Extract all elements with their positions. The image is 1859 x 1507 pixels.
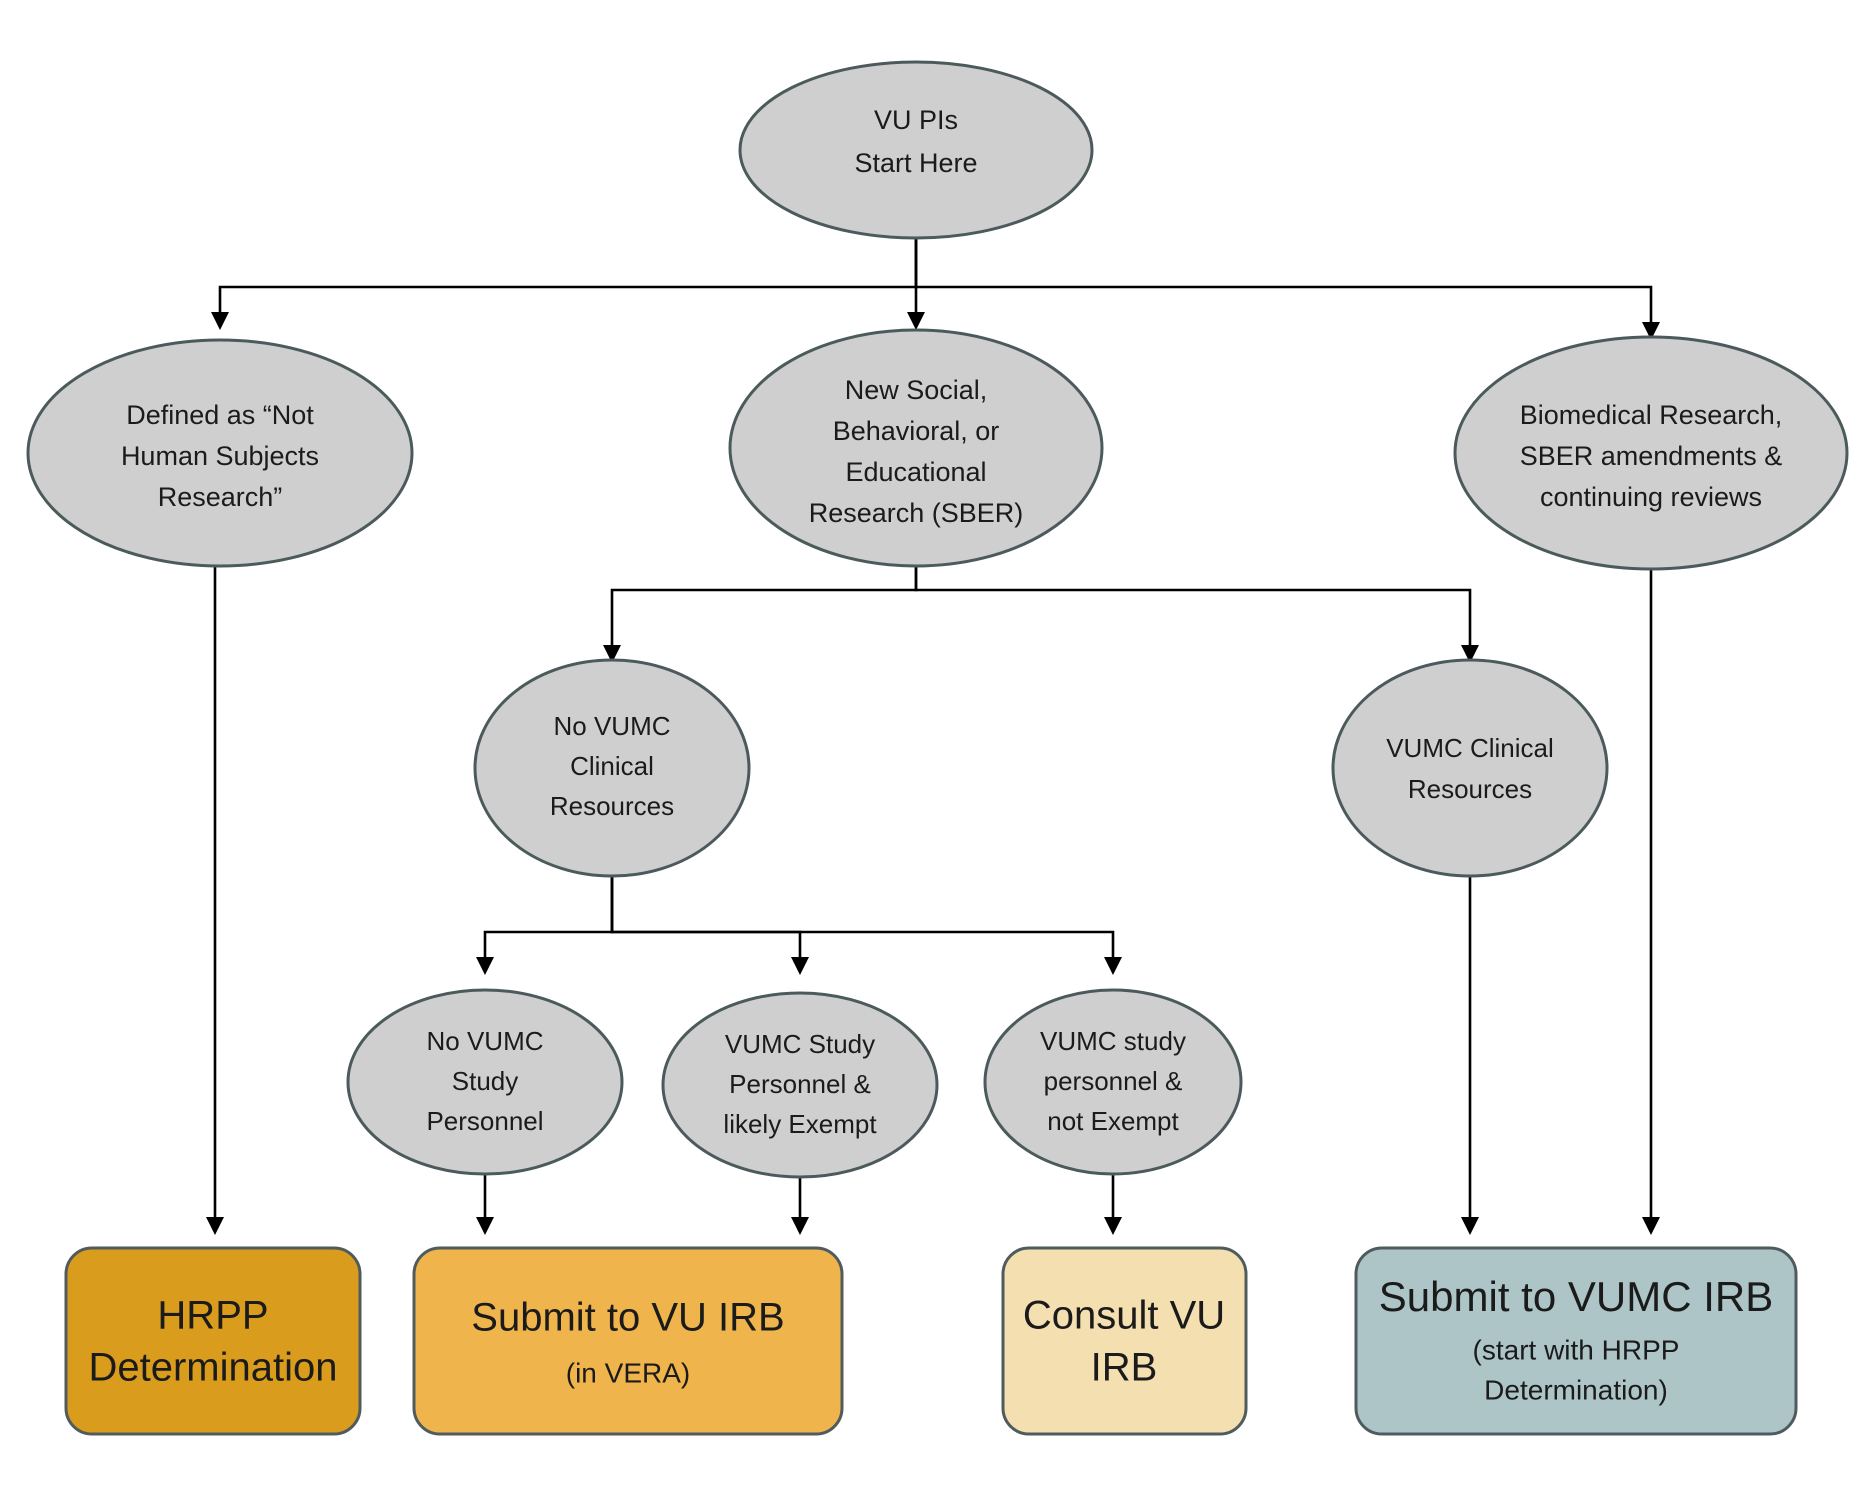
node-no-vumc-personnel-line-1: Study: [452, 1066, 519, 1096]
node-vumc-personnel-not-exempt-line-0: VUMC study: [1040, 1026, 1186, 1056]
node-submit-to-vumc-irb[interactable]: Submit to VUMC IRB (start with HRPP Dete…: [1354, 1246, 1798, 1436]
node-not-human-subjects-line-2: Research”: [158, 482, 283, 512]
node-not-human-subjects-line-0: Defined as “Not: [126, 400, 314, 430]
node-hrpp-main-line-0: HRPP: [157, 1294, 268, 1338]
node-start[interactable]: VU PIs Start Here: [738, 60, 1094, 240]
node-biomedical[interactable]: Biomedical Research, SBER amendments & c…: [1453, 335, 1849, 571]
node-consult-vu-irb[interactable]: Consult VU IRB: [1001, 1246, 1248, 1436]
node-sber-line-2: Educational: [845, 457, 986, 487]
node-vumc-personnel-likely-exempt[interactable]: VUMC Study Personnel & likely Exempt: [661, 991, 939, 1179]
node-start-line-0: VU PIs: [874, 105, 958, 135]
node-consult-vu-irb-main-line-1: IRB: [1091, 1346, 1158, 1390]
node-no-vumc-clinical-line-0: No VUMC: [553, 711, 670, 741]
edge-start-to-biomedical: [914, 215, 1661, 341]
node-not-human-subjects[interactable]: Defined as “Not Human Subjects Research”: [26, 338, 414, 568]
edge-no-vumc-clinical-to-vumc-personnel-exempt: [610, 875, 810, 976]
node-vumc-personnel-exempt-line-2: likely Exempt: [723, 1109, 877, 1139]
node-no-vumc-clinical-line-1: Clinical: [570, 751, 654, 781]
node-start-line-1: Start Here: [854, 148, 977, 178]
node-vumc-personnel-exempt-line-1: Personnel &: [729, 1069, 871, 1099]
node-no-vumc-clinical-line-2: Resources: [550, 791, 674, 821]
edge-no-vumc-clinical-to-vumc-personnel-not-exempt: [610, 875, 1123, 976]
node-submit-vu-irb-sub-line-0: (in VERA): [566, 1357, 690, 1388]
edge-no-vumc-clinical-to-no-vumc-personnel: [475, 875, 614, 976]
node-vumc-clinical-line-1: Resources: [1408, 774, 1532, 804]
node-submit-vu-irb-main-line-0: Submit to VU IRB: [471, 1296, 784, 1340]
node-sber-line-1: Behavioral, or: [833, 416, 1000, 446]
node-submit-vumc-irb-sub-line-1: Determination): [1484, 1374, 1668, 1405]
node-consult-vu-irb-main-line-0: Consult VU: [1023, 1294, 1225, 1338]
node-sber-line-0: New Social,: [845, 375, 988, 405]
edge-start-to-not-human-subjects: [210, 215, 918, 331]
node-biomedical-line-2: continuing reviews: [1540, 482, 1762, 512]
node-biomedical-line-0: Biomedical Research,: [1520, 400, 1783, 430]
node-no-vumc-personnel-line-0: No VUMC: [426, 1026, 543, 1056]
edge-layer: [205, 215, 1661, 1236]
node-not-human-subjects-line-1: Human Subjects: [121, 441, 319, 471]
node-sber-line-3: Research (SBER): [809, 498, 1024, 528]
node-hrpp-main-line-1: Determination: [88, 1346, 337, 1390]
node-vumc-personnel-exempt-line-0: VUMC Study: [725, 1029, 875, 1059]
node-vumc-personnel-not-exempt-line-2: not Exempt: [1047, 1106, 1179, 1136]
node-submit-vumc-irb-main-line-0: Submit to VUMC IRB: [1379, 1273, 1773, 1320]
node-vumc-personnel-not-exempt[interactable]: VUMC study personnel & not Exempt: [983, 988, 1243, 1176]
node-biomedical-line-1: SBER amendments &: [1520, 441, 1783, 471]
node-submit-to-vu-irb[interactable]: Submit to VU IRB (in VERA): [412, 1246, 844, 1436]
node-no-vumc-clinical-resources[interactable]: No VUMC Clinical Resources: [473, 658, 751, 878]
node-vumc-personnel-not-exempt-line-1: personnel &: [1044, 1066, 1183, 1096]
node-hrpp-determination[interactable]: HRPP Determination: [64, 1246, 362, 1436]
node-vumc-clinical-line-0: VUMC Clinical: [1386, 733, 1554, 763]
node-vumc-clinical-resources[interactable]: VUMC Clinical Resources: [1331, 658, 1609, 878]
node-sber[interactable]: New Social, Behavioral, or Educational R…: [728, 328, 1104, 568]
node-no-vumc-study-personnel[interactable]: No VUMC Study Personnel: [346, 988, 624, 1176]
node-no-vumc-personnel-line-2: Personnel: [426, 1106, 543, 1136]
node-submit-vumc-irb-sub-line-0: (start with HRPP: [1473, 1334, 1680, 1365]
